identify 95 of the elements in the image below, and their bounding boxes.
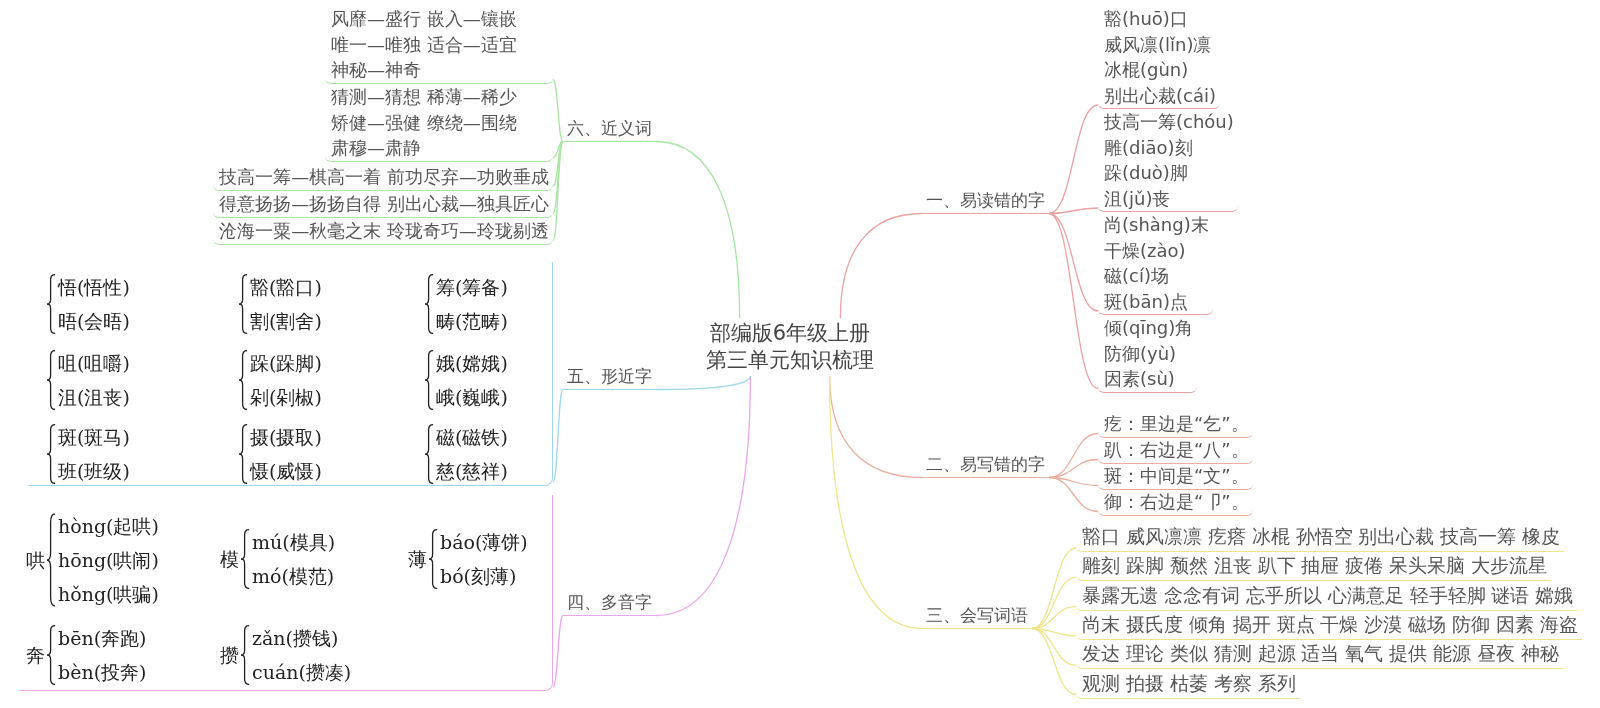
character-text: 峨(巍峨) bbox=[436, 385, 508, 410]
character-text: 攒 bbox=[220, 643, 240, 668]
item-text: 倾(qīng)角 bbox=[1104, 316, 1194, 340]
connector-line bbox=[552, 388, 564, 483]
word-list-text: 发达 理论 类似 猜测 起源 适当 氧气 提供 能源 昼夜 神秘 bbox=[1082, 642, 1559, 667]
item-text: 猜测—猜想 稀薄—稀少 bbox=[331, 85, 518, 109]
character-text: 跺(跺脚) bbox=[250, 351, 322, 376]
character-text: 奔 bbox=[26, 643, 46, 668]
connector-line bbox=[552, 78, 564, 143]
connector-line bbox=[552, 614, 564, 688]
connector-line bbox=[552, 140, 564, 188]
branch-text: 一、易读错的字 bbox=[926, 189, 1045, 212]
reading-text: báo(薄饼) bbox=[440, 530, 528, 555]
character-text: 摄(摄取) bbox=[250, 425, 322, 450]
item-text: 干燥(zào) bbox=[1104, 238, 1187, 263]
item-text: 沮(jǔ)丧 bbox=[1104, 186, 1172, 211]
reading-text: bó(刻薄) bbox=[440, 564, 518, 589]
connector-line bbox=[655, 375, 752, 617]
character-text: 班(班级) bbox=[58, 459, 130, 484]
character-text: 斑(斑马) bbox=[58, 425, 130, 450]
connector-line bbox=[828, 375, 923, 630]
word-list-text: 尚末 摄氏度 倾角 揭开 斑点 干燥 沙漠 磁场 防御 因素 海盗 bbox=[1082, 612, 1578, 637]
item-text: 跺(duò)脚 bbox=[1104, 161, 1189, 185]
connector-line bbox=[655, 375, 752, 391]
character-text: 豁(豁口) bbox=[250, 275, 322, 300]
reading-text: hòng(起哄) bbox=[58, 514, 159, 539]
item-text: 别出心裁(cái) bbox=[1104, 83, 1216, 108]
item-text: 斑(bān)点 bbox=[1104, 289, 1189, 314]
branch-text: 五、形近字 bbox=[567, 365, 652, 388]
connector-line bbox=[1031, 576, 1077, 630]
character-text: 慈(慈祥) bbox=[436, 459, 508, 484]
central-topic-text: 第三单元知识梳理 bbox=[706, 347, 874, 374]
item-text: 沧海一粟—秋毫之末 玲珑奇巧—玲珑剔透 bbox=[219, 219, 549, 243]
item-text: 趴：右边是“八”。 bbox=[1104, 438, 1249, 462]
group-panel bbox=[28, 262, 553, 486]
character-text: 畴(范畴) bbox=[436, 309, 508, 334]
branch-text: 四、多音字 bbox=[567, 591, 652, 614]
item-text: 御：右边是“卩”。 bbox=[1104, 490, 1249, 514]
reading-text: mú(模具) bbox=[252, 530, 336, 555]
item-text: 威风凛(lǐn)凛 bbox=[1104, 32, 1213, 57]
connector-line bbox=[552, 140, 564, 159]
character-text: 哄 bbox=[26, 548, 46, 573]
item-text: 防御(yù) bbox=[1104, 341, 1178, 366]
word-list-text: 暴露无遗 念念有词 忘乎所以 心满意足 轻手轻脚 谜语 嫦娥 bbox=[1082, 583, 1574, 608]
item-text: 肃穆—肃静 bbox=[331, 136, 422, 160]
item-text: 尚(shàng)末 bbox=[1104, 213, 1209, 237]
item-text: 斑：中间是“文”。 bbox=[1104, 464, 1249, 488]
connector-line bbox=[1048, 104, 1099, 215]
character-text: 剁(剁椒) bbox=[250, 385, 322, 410]
reading-text: bēn(奔跑) bbox=[58, 626, 147, 651]
item-text: 唯一—唯独 适合—适宜 bbox=[331, 32, 518, 57]
character-text: 磁(磁铁) bbox=[436, 425, 508, 450]
branch-text: 二、易写错的字 bbox=[926, 453, 1045, 476]
character-text: 割(割舍) bbox=[250, 309, 322, 334]
item-text: 得意扬扬—扬扬自得 别出心裁—独具匠心 bbox=[219, 192, 549, 216]
reading-text: bèn(投奔) bbox=[58, 660, 147, 685]
item-text: 因素(sù) bbox=[1104, 367, 1176, 391]
character-text: 娥(嫦娥) bbox=[436, 351, 508, 376]
character-text: 模 bbox=[220, 547, 240, 572]
character-text: 晤(会晤) bbox=[58, 309, 130, 334]
connector-line bbox=[552, 140, 564, 242]
item-text: 矫健—强健 缭绕—围绕 bbox=[331, 110, 518, 135]
item-text: 冰棍(gùn) bbox=[1104, 58, 1190, 82]
connector-line bbox=[1031, 627, 1077, 696]
word-list-text: 豁口 威风凛凛 疙瘩 冰棍 孙悟空 别出心裁 技高一筹 橡皮 bbox=[1082, 525, 1561, 549]
character-text: 薄 bbox=[408, 547, 428, 572]
item-text: 技高一筹—棋高一着 前功尽弃—功败垂成 bbox=[219, 165, 549, 189]
item-text: 风靡—盛行 嵌入—镶嵌 bbox=[331, 7, 518, 31]
reading-text: hōng(哄闹) bbox=[58, 548, 159, 573]
connector-line bbox=[1048, 212, 1099, 312]
group-panel bbox=[20, 495, 553, 691]
word-list-text: 雕刻 跺脚 颓然 沮丧 趴下 抽屉 疲倦 呆头呆脑 大步流星 bbox=[1082, 554, 1548, 579]
connector-line bbox=[839, 212, 923, 319]
character-text: 咀(咀嚼) bbox=[58, 351, 130, 376]
reading-text: hǒng(哄骗) bbox=[58, 582, 159, 607]
character-text: 慑(威慑) bbox=[250, 459, 322, 484]
item-text: 雕(diāo)刻 bbox=[1104, 135, 1194, 160]
reading-text: mó(模范) bbox=[252, 564, 336, 589]
item-text: 疙：里边是“乞”。 bbox=[1104, 412, 1249, 436]
character-text: 沮(沮丧) bbox=[58, 385, 130, 410]
connector-line bbox=[1048, 212, 1099, 390]
item-text: 神秘—神奇 bbox=[331, 58, 422, 82]
character-text: 筹(筹备) bbox=[436, 275, 508, 300]
item-text: 磁(cí)场 bbox=[1104, 264, 1170, 288]
branch-text: 六、近义词 bbox=[567, 117, 652, 140]
connector-line bbox=[655, 140, 741, 319]
item-text: 技高一筹(chóu) bbox=[1104, 110, 1234, 134]
word-list-text: 观测 拍摄 枯萎 考察 系列 bbox=[1082, 671, 1296, 696]
character-text: 悟(悟性) bbox=[58, 275, 130, 300]
branch-text: 三、会写词语 bbox=[926, 604, 1028, 627]
reading-text: zǎn(攒钱) bbox=[252, 626, 340, 651]
connector-line bbox=[1048, 476, 1099, 513]
central-topic-text: 部编版6年级上册 bbox=[708, 320, 872, 347]
item-text: 豁(huō)口 bbox=[1104, 7, 1189, 31]
reading-text: cuán(攒凑) bbox=[252, 660, 352, 685]
